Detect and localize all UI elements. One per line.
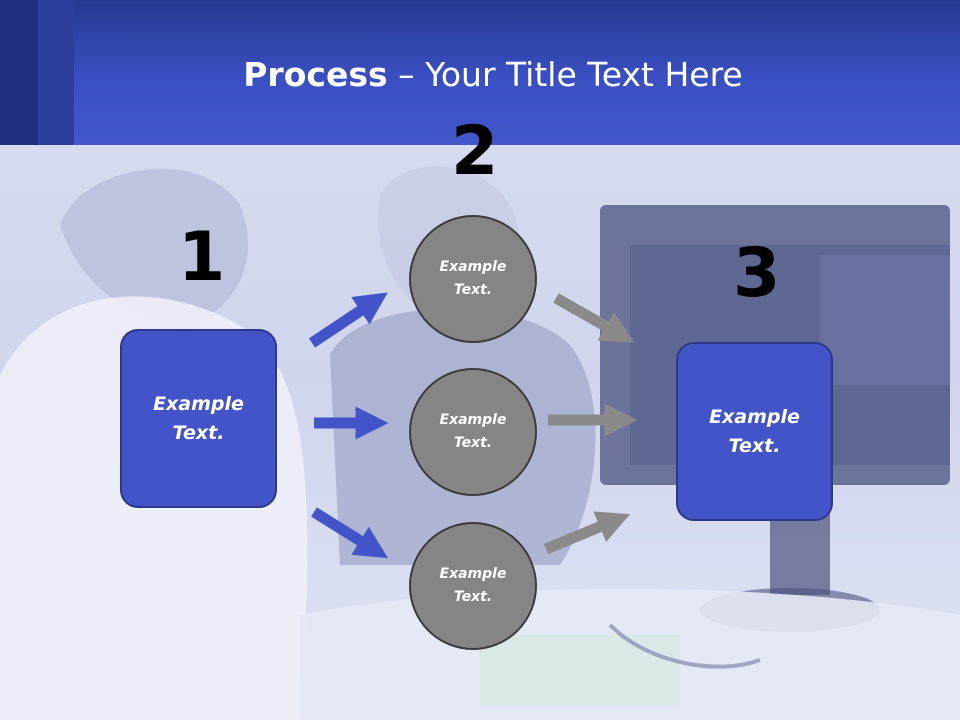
header-band: Process – Your Title Text Here	[0, 0, 960, 145]
step-2-circle-bottom: Example Text.	[409, 522, 537, 650]
step-number-3: 3	[733, 234, 781, 313]
step-3-text: Example Text.	[709, 405, 800, 457]
arrow-to-top	[308, 292, 388, 348]
step-2-circle-middle: Example Text.	[409, 368, 537, 496]
step-2-text-bottom: Example Text.	[439, 566, 507, 605]
step-1-text: Example Text.	[153, 392, 244, 444]
step-1-box: Example Text.	[120, 329, 277, 508]
arrow-from-bottom	[543, 511, 631, 555]
header-accent-strip	[0, 0, 38, 145]
header-accent-strip	[38, 0, 74, 145]
step-3-box: Example Text.	[676, 342, 833, 521]
step-2-circle-top: Example Text.	[409, 215, 537, 343]
step-2-text-middle: Example Text.	[439, 412, 507, 451]
step-2-text-top: Example Text.	[439, 259, 507, 298]
title-bold: Process	[243, 55, 388, 94]
title-rest: – Your Title Text Here	[387, 55, 743, 94]
arrow-to-bottom	[311, 507, 389, 559]
step-number-2: 2	[451, 112, 499, 191]
slide-title: Process – Your Title Text Here	[0, 55, 960, 94]
step-number-1: 1	[178, 218, 226, 297]
arrow-from-top	[553, 293, 635, 343]
